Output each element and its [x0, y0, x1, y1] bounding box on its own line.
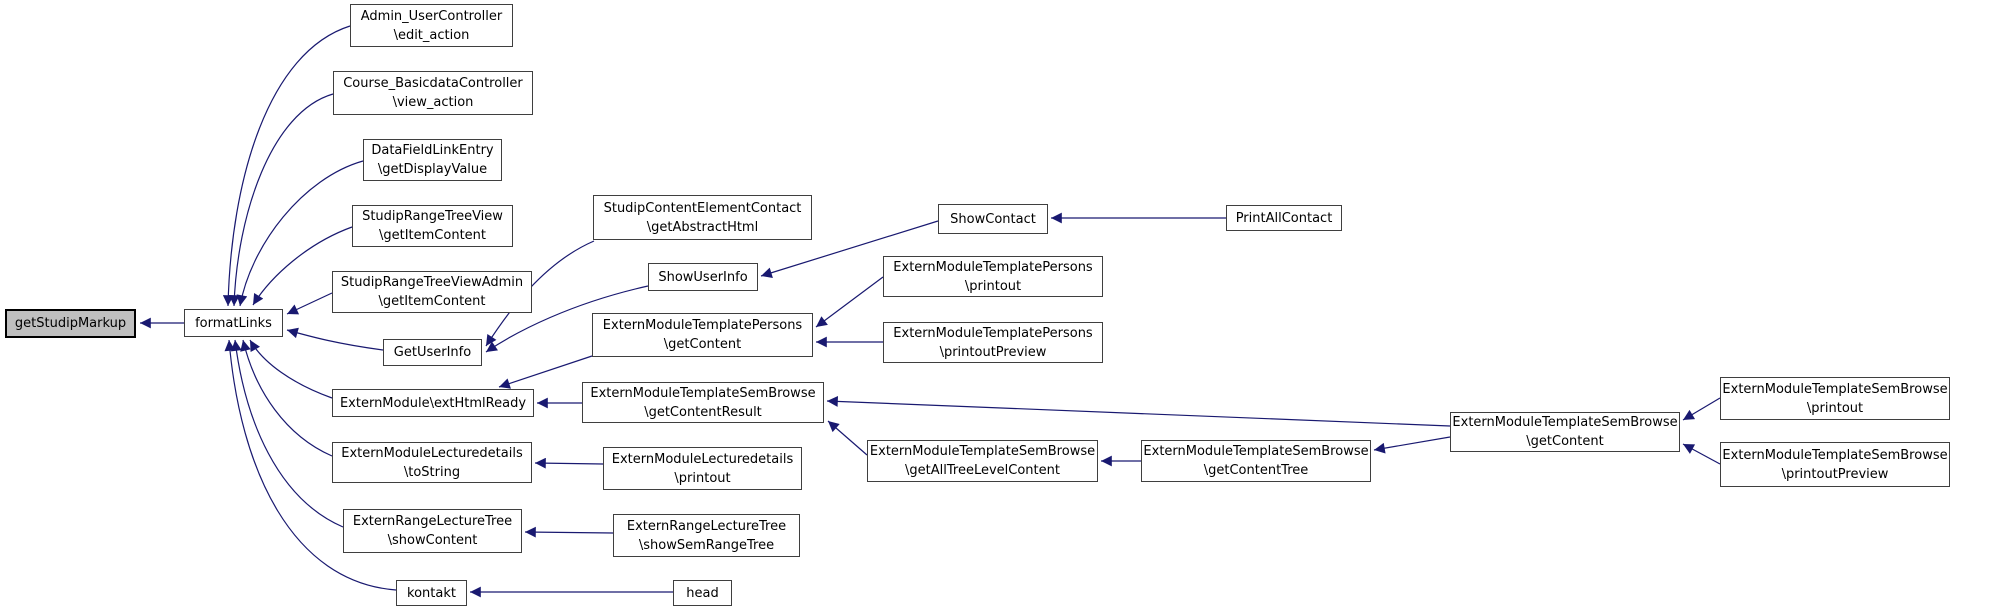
- node-externmodulelecturedetails-printout[interactable]: ExternModuleLecturedetails \printout: [603, 447, 802, 490]
- node-externmoduletemplatepersons-getcontent[interactable]: ExternModuleTemplatePersons \getContent: [592, 313, 813, 357]
- node-label: ShowContact: [950, 211, 1036, 227]
- node-label: PrintAllContact: [1235, 210, 1333, 226]
- node-label: ShowUserInfo: [658, 269, 748, 285]
- node-label: \getContentTree: [1203, 463, 1309, 478]
- node-label: ExternModuleTemplatePersons: [893, 259, 1093, 275]
- node-label: \showSemRangeTree: [638, 537, 775, 553]
- node-externmodule-exthtmlready[interactable]: ExternModule\extHtmlReady: [332, 389, 534, 417]
- edge-showcontact-to-showuserinfo: [760, 220, 939, 278]
- edge-getuserinfo-to-formatlinks: [286, 327, 384, 351]
- edge-rangetree-to-formatlinks: [252, 226, 353, 306]
- edge-tostring-to-formatlinks: [240, 339, 333, 457]
- edge-kontakt-to-formatlinks: [224, 339, 397, 591]
- edge-lectureprintout-to-tostring: [534, 457, 604, 469]
- node-label: ExternModuleTemplateSemBrowse: [1722, 447, 1948, 463]
- node-studiprangetreeview-getitemcontent[interactable]: StudipRangeTreeView \getItemContent: [352, 205, 513, 247]
- node-label: StudipRangeTreeViewAdmin: [340, 275, 524, 290]
- node-label: getStudipMarkup: [14, 316, 127, 331]
- edge-sembrowseprintoutpreview-to-sembrowsegetcontent: [1682, 443, 1721, 465]
- node-label: ExternModuleTemplatePersons: [602, 318, 803, 333]
- node-label: \printoutPreview: [939, 344, 1047, 360]
- node-externrangelecturetree-showcontent[interactable]: ExternRangeLectureTree \showContent: [343, 509, 522, 553]
- edge-sembrowseprintout-to-sembrowsegetcontent: [1682, 397, 1721, 421]
- node-externmodulelecturedetails-tostring[interactable]: ExternModuleLecturedetails \toString: [332, 442, 532, 483]
- node-label: ExternRangeLectureTree: [626, 518, 787, 534]
- node-label: \getContent: [1526, 434, 1604, 449]
- node-label: \getContent: [663, 337, 742, 352]
- node-label: ExternModule\extHtmlReady: [339, 395, 527, 411]
- node-showcontact[interactable]: ShowContact: [938, 204, 1048, 234]
- node-label: formatLinks: [195, 315, 272, 331]
- node-label: GetUserInfo: [393, 345, 472, 360]
- node-studiprangetreeviewadmin-getitemcontent[interactable]: StudipRangeTreeViewAdmin \getItemContent: [332, 271, 532, 313]
- node-label: \getAbstractHtml: [646, 219, 759, 235]
- node-label: ExternModuleTemplateSemBrowse: [1143, 444, 1369, 459]
- node-externmoduletemplatesembrowse-printoutpreview[interactable]: ExternModuleTemplateSemBrowse \printoutP…: [1720, 442, 1950, 487]
- node-label: ExternModuleLecturedetails: [611, 451, 794, 467]
- node-label: \printout: [964, 278, 1022, 294]
- node-label: \getDisplayValue: [377, 162, 488, 177]
- edge-showuserinfo-to-getuserinfo: [485, 285, 649, 353]
- node-printallcontact[interactable]: PrintAllContact: [1226, 205, 1342, 231]
- node-course-basicdatacontroller-view-action[interactable]: Course_BasicdataController \view_action: [333, 71, 533, 115]
- edge-getdisplayvalue-to-formatlinks: [236, 160, 364, 307]
- node-externmoduletemplatesembrowse-getalltreelevelcontent[interactable]: ExternModuleTemplateSemBrowse \getAllTre…: [867, 440, 1098, 482]
- edge-rangetreeadmin-to-formatlinks: [286, 292, 333, 315]
- node-externmoduletemplatesembrowse-getcontent[interactable]: ExternModuleTemplateSemBrowse \getConten…: [1450, 412, 1680, 452]
- node-getstudipmarkup[interactable]: getStudipMarkup: [5, 309, 136, 338]
- node-label: ExternModuleLecturedetails: [341, 445, 523, 461]
- node-externmoduletemplatepersons-printoutpreview[interactable]: ExternModuleTemplatePersons \printoutPre…: [883, 322, 1103, 363]
- node-label: kontakt: [407, 585, 456, 601]
- edge-personsprintout-to-personsgetcontent: [815, 276, 884, 328]
- node-formatlinks[interactable]: formatLinks: [184, 309, 283, 337]
- node-externmoduletemplatepersons-printout[interactable]: ExternModuleTemplatePersons \printout: [883, 256, 1103, 297]
- edge-personsgetcontent-to-exthtmlready: [498, 355, 593, 389]
- node-label: ExternModuleTemplateSemBrowse: [1722, 381, 1948, 397]
- node-label: DataFieldLinkEntry: [371, 143, 494, 158]
- node-admin-usercontroller-edit-action[interactable]: Admin_UserController \edit_action: [350, 4, 513, 47]
- edge-showcontent-to-formatlinks: [230, 339, 344, 528]
- node-getuserinfo[interactable]: GetUserInfo: [383, 339, 482, 366]
- edge-getalltreelevel-to-getcontentresult: [827, 420, 868, 456]
- node-label: \edit_action: [393, 27, 470, 43]
- node-label: StudipContentElementContact: [603, 200, 802, 216]
- node-label: \getContentResult: [644, 404, 762, 420]
- node-studipcontentelementcontact-getabstracthtml[interactable]: StudipContentElementContact \getAbstract…: [593, 195, 812, 240]
- node-label: \view_action: [392, 95, 474, 110]
- node-label: Admin_UserController: [360, 8, 503, 24]
- node-kontakt[interactable]: kontakt: [396, 580, 467, 606]
- node-externmoduletemplatesembrowse-printout[interactable]: ExternModuleTemplateSemBrowse \printout: [1720, 377, 1950, 420]
- node-label: StudipRangeTreeView: [362, 209, 503, 224]
- node-externrangelecturetree-showsemrangetree[interactable]: ExternRangeLectureTree \showSemRangeTree: [613, 514, 800, 557]
- edge-exthtmlready-to-formatlinks: [249, 339, 333, 399]
- node-externmoduletemplatesembrowse-getcontenttree[interactable]: ExternModuleTemplateSemBrowse \getConten…: [1141, 440, 1371, 482]
- edge-showsemrangetree-to-showcontent: [524, 526, 614, 538]
- node-label: head: [686, 585, 719, 601]
- edge-editaction-to-formatlinks: [222, 25, 351, 307]
- node-label: \getItemContent: [378, 228, 487, 243]
- node-externmoduletemplatesembrowse-getcontentresult[interactable]: ExternModuleTemplateSemBrowse \getConten…: [582, 382, 824, 423]
- node-label: \showContent: [387, 533, 478, 548]
- node-label: \getItemContent: [378, 294, 486, 309]
- edge-viewaction-to-formatlinks: [228, 93, 334, 307]
- node-label: \printoutPreview: [1781, 466, 1889, 482]
- node-label: \toString: [403, 464, 461, 480]
- node-label: Course_BasicdataController: [343, 76, 523, 91]
- node-label: ExternModuleTemplateSemBrowse: [590, 385, 816, 401]
- node-label: \printout: [1806, 400, 1864, 416]
- node-showuserinfo[interactable]: ShowUserInfo: [648, 263, 758, 291]
- node-label: ExternModuleTemplateSemBrowse: [1452, 415, 1678, 430]
- node-label: \getAllTreeLevelContent: [905, 463, 1060, 478]
- node-label: ExternRangeLectureTree: [352, 514, 513, 529]
- edge-sembrowsegetcontent-to-getcontenttree: [1373, 436, 1451, 454]
- node-label: ExternModuleTemplateSemBrowse: [869, 444, 1096, 459]
- node-label: ExternModuleTemplatePersons: [893, 325, 1093, 341]
- edge-sembrowsegetcontent-to-getcontentresult: [826, 396, 1451, 427]
- node-label: \printout: [674, 470, 731, 486]
- node-datafieldlinkentry-getdisplayvalue[interactable]: DataFieldLinkEntry \getDisplayValue: [363, 139, 502, 181]
- node-head[interactable]: head: [673, 580, 732, 606]
